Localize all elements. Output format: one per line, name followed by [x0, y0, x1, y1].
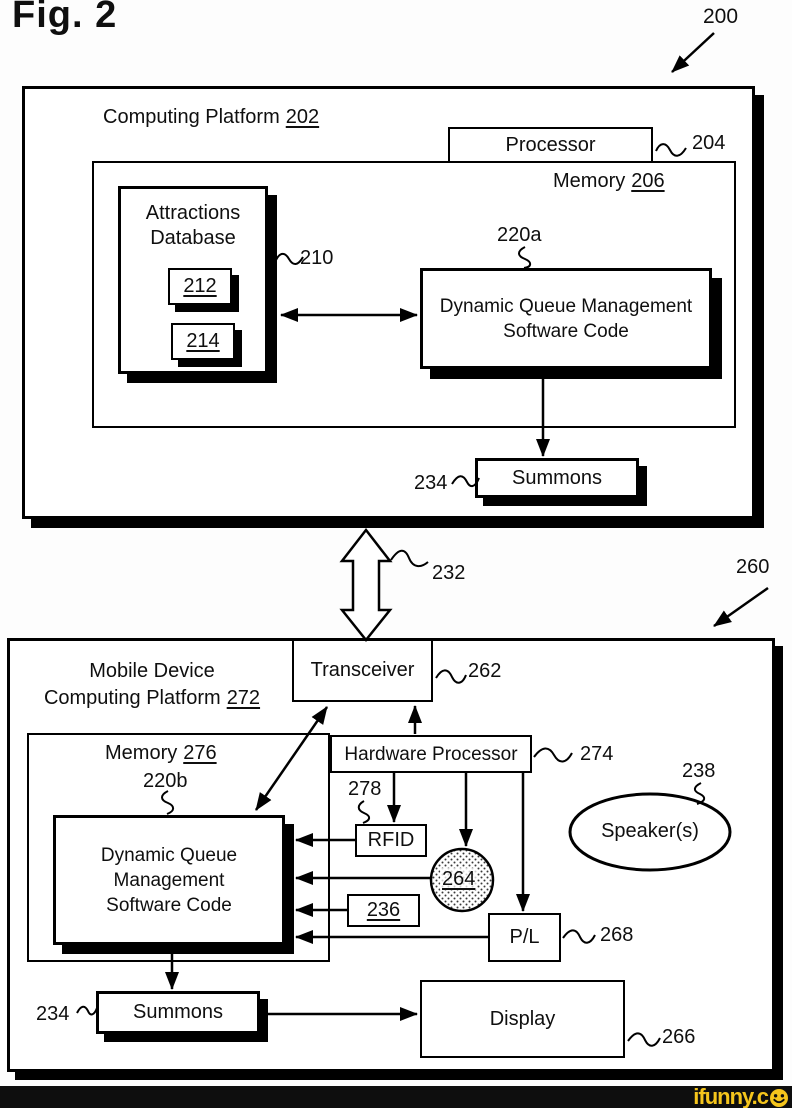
ref-266-label: 266	[662, 1026, 696, 1048]
ref-232-label: 232	[432, 562, 466, 584]
ref-200-arrow	[671, 32, 715, 73]
ref-276-label: 276	[183, 742, 217, 764]
transceiver-label: Transceiver	[310, 659, 415, 681]
dqm-lower-line2: Management	[113, 869, 225, 891]
ref-264-label: 264	[440, 868, 478, 890]
summons-lower-label: Summons	[132, 1001, 224, 1023]
dqm-lower-line3: Software Code	[106, 894, 232, 916]
ref-234-lower-label: 234	[36, 1003, 70, 1025]
ref-272-label: 272	[226, 687, 261, 709]
ref-210-label: 210	[300, 247, 334, 269]
mobile-title-line1: Mobile Device	[89, 660, 215, 682]
ref-238-label: 238	[682, 760, 716, 782]
ref-234-upper-label: 234	[414, 472, 448, 494]
summons-lower-box: Summons	[96, 991, 260, 1034]
processor-box: Processor	[448, 127, 653, 163]
pl-box: P/L	[488, 913, 561, 962]
ref-206-label: 206	[631, 170, 665, 192]
dqm-lower-line1: Dynamic Queue	[100, 844, 238, 866]
display-label: Display	[489, 1007, 556, 1030]
ref-268-label: 268	[600, 924, 634, 946]
attractions-label-line1: Attractions	[145, 202, 241, 224]
memory-276-text: Memory	[105, 742, 178, 764]
ref-220a-label: 220a	[497, 224, 542, 246]
dqm-software-lower-box: Dynamic Queue Management Software Code	[53, 815, 285, 945]
dqm-upper-line1: Dynamic Queue Management	[439, 295, 693, 317]
transceiver-box: Transceiver	[292, 639, 433, 702]
summons-upper-label: Summons	[511, 466, 603, 489]
ref-204-label: 204	[692, 132, 726, 154]
hardware-processor-label: Hardware Processor	[344, 743, 518, 765]
watermark-logo: ifunny.c	[693, 1086, 789, 1108]
pl-label: P/L	[509, 926, 540, 948]
watermark-text: ifunny.c	[693, 1084, 769, 1108]
ref-262-label: 262	[468, 660, 502, 682]
processor-label: Processor	[505, 133, 596, 156]
ref-278-label: 278	[348, 778, 382, 800]
ref-220b-label: 220b	[143, 770, 188, 792]
ref-236-label: 236	[366, 899, 401, 921]
attractions-label-line2: Database	[150, 227, 236, 249]
ref-274-label: 274	[580, 743, 614, 765]
ref-200-label: 200	[703, 5, 739, 28]
ref-212-label: 212	[183, 275, 217, 297]
record-214-box: 214	[171, 323, 235, 360]
computing-platform-title-text: Computing Platform	[103, 106, 280, 128]
squiggle-232	[390, 549, 429, 568]
dqm-software-upper-box: Dynamic Queue Management Software Code	[420, 268, 712, 369]
display-box: Display	[420, 980, 625, 1058]
bus-232-block-arrow	[339, 527, 393, 643]
memory-206-text: Memory	[553, 170, 626, 192]
figure-title: Fig. 2	[12, 0, 118, 36]
dqm-upper-line2: Software Code	[503, 320, 629, 342]
summons-upper-box: Summons	[475, 458, 639, 498]
speakers-label: Speaker(s)	[601, 820, 699, 842]
module-236-box: 236	[347, 894, 420, 927]
hardware-processor-box: Hardware Processor	[330, 735, 532, 773]
rfid-label: RFID	[367, 829, 415, 851]
record-212-box: 212	[168, 268, 232, 305]
ref-260-arrow	[713, 586, 769, 628]
rfid-box: RFID	[355, 824, 427, 857]
ref-260-label: 260	[736, 556, 770, 578]
watermark-bar: ifunny.c	[0, 1086, 792, 1108]
ref-214-label: 214	[186, 330, 220, 352]
ref-202-label: 202	[285, 106, 320, 128]
mobile-title-line2: Computing Platform	[43, 687, 221, 709]
smiley-icon	[770, 1088, 788, 1107]
